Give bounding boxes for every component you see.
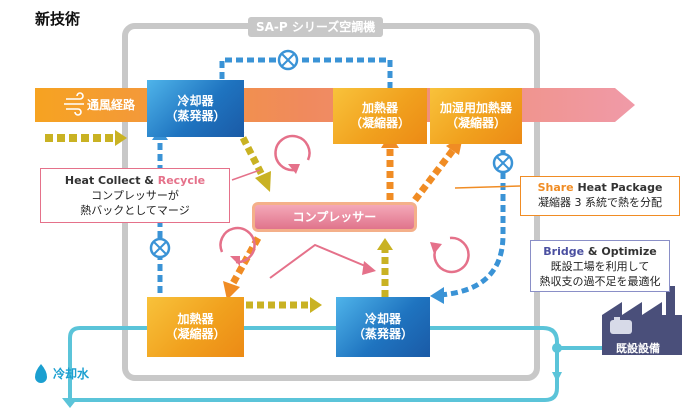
bridge-title-and: &	[584, 245, 602, 258]
top-refrigerant-loop	[219, 57, 393, 90]
airflow-dashed-arrowhead	[115, 130, 127, 146]
bridge-title: Bridge & Optimize	[531, 244, 669, 259]
share-heat-callout: Share Heat Package 凝縮器 3 系統で熱を分配	[520, 176, 680, 216]
right-refrigerant-line	[439, 150, 506, 298]
cooling-water-junction	[552, 343, 562, 353]
heat-collect-title-b: Recycle	[157, 174, 206, 187]
left-valve-x2	[153, 241, 167, 255]
heat-collect-title-a: Heat Collect	[64, 174, 141, 187]
bottom-cooler-name: 冷却器	[364, 312, 401, 326]
cooler-to-compressor-arrow	[234, 126, 266, 177]
heat-collect-line1: コンプレッサーが	[91, 189, 179, 202]
cooling-water-arrowhead-right	[552, 372, 562, 382]
cycle-arrow-top-head	[288, 164, 300, 174]
bottom-heater-sub: （凝縮器）	[165, 327, 226, 341]
heat-collect-connector	[231, 169, 261, 181]
top-humid-heater: 加湿用加熱器 （凝縮器）	[430, 88, 522, 144]
top-humid-heater-name: 加湿用加熱器	[439, 101, 512, 115]
cooler-to-compressor-arrowhead	[255, 171, 271, 192]
bottom-cooler: 冷却器 （蒸発器）	[336, 297, 430, 357]
right-line-arrowhead	[430, 287, 444, 304]
compressor-return-arrow	[269, 243, 371, 279]
compressor-to-humid-arrow	[412, 147, 456, 203]
wind-icon	[64, 92, 84, 116]
bridge-line1: 既設工場を利用して	[550, 260, 650, 273]
cooler-to-compressor-up-arrowhead	[377, 238, 393, 250]
cycle-arrow-top	[274, 134, 311, 172]
top-valve-x2	[281, 53, 295, 67]
cooling-water-arrowhead	[62, 398, 78, 408]
compressor-return-arrowhead	[362, 261, 376, 275]
share-heat-title-b: Heat Package	[573, 181, 663, 194]
top-cooler: 冷却器 （蒸発器）	[147, 80, 244, 137]
bridge-line2: 熱収支の過不足を最適化	[539, 275, 661, 288]
bridge-callout: Bridge & Optimize 既設工場を利用して 熱収支の過不足を最適化	[530, 240, 670, 292]
top-heater-sub: （凝縮器）	[349, 116, 410, 130]
heat-collect-callout: Heat Collect & Recycle コンプレッサーが 熱バックとしてマ…	[40, 168, 230, 223]
compressor: コンプレッサー	[252, 202, 417, 232]
share-heat-title-a: Share	[537, 181, 574, 194]
bridge-title-a: Bridge	[543, 245, 585, 258]
heat-collect-title: Heat Collect & Recycle	[41, 173, 229, 188]
cooling-water-label: 冷却水	[53, 367, 90, 381]
factory-icon	[602, 286, 682, 355]
bridge-title-b: Optimize	[601, 245, 657, 258]
heat-collect-line2: 熱バックとしてマージ	[80, 204, 190, 217]
cycle-arrow-right-head	[430, 242, 442, 254]
existing-facility-label: 既設設備	[616, 342, 660, 355]
airflow-label: 通風経路	[87, 98, 136, 112]
heater-to-cooler-arrowhead	[310, 297, 322, 313]
bottom-heater-name: 加熱器	[177, 312, 214, 326]
bottom-heater: 加熱器 （凝縮器）	[147, 297, 244, 357]
right-valve-x2	[496, 156, 510, 170]
compressor-name: コンプレッサー	[292, 209, 377, 224]
share-heat-connector	[454, 185, 521, 189]
share-heat-line1: 凝縮器 3 系統で熱を分配	[538, 196, 662, 209]
cycle-arrow-right	[433, 236, 470, 274]
top-heater: 加熱器 （凝縮器）	[333, 88, 427, 144]
header-title: 新技術	[35, 10, 81, 28]
compressor-to-bottom-heater-arrowhead	[223, 281, 240, 300]
top-cooler-name: 冷却器	[177, 93, 214, 108]
top-humid-heater-sub: （凝縮器）	[445, 116, 506, 130]
top-heater-name: 加熱器	[361, 101, 398, 115]
frame-label: SA-P シリーズ空調機	[248, 17, 384, 37]
share-heat-title: Share Heat Package	[521, 180, 679, 195]
water-drop-icon	[35, 364, 47, 383]
bottom-cooler-sub: （蒸発器）	[352, 327, 413, 341]
cycle-arrow-left-head	[230, 256, 240, 266]
heat-collect-title-and: &	[140, 174, 158, 187]
top-cooler-sub: （蒸発器）	[165, 108, 226, 123]
cycle-arrow-left	[219, 226, 256, 264]
cooling-water-loop	[68, 326, 559, 402]
